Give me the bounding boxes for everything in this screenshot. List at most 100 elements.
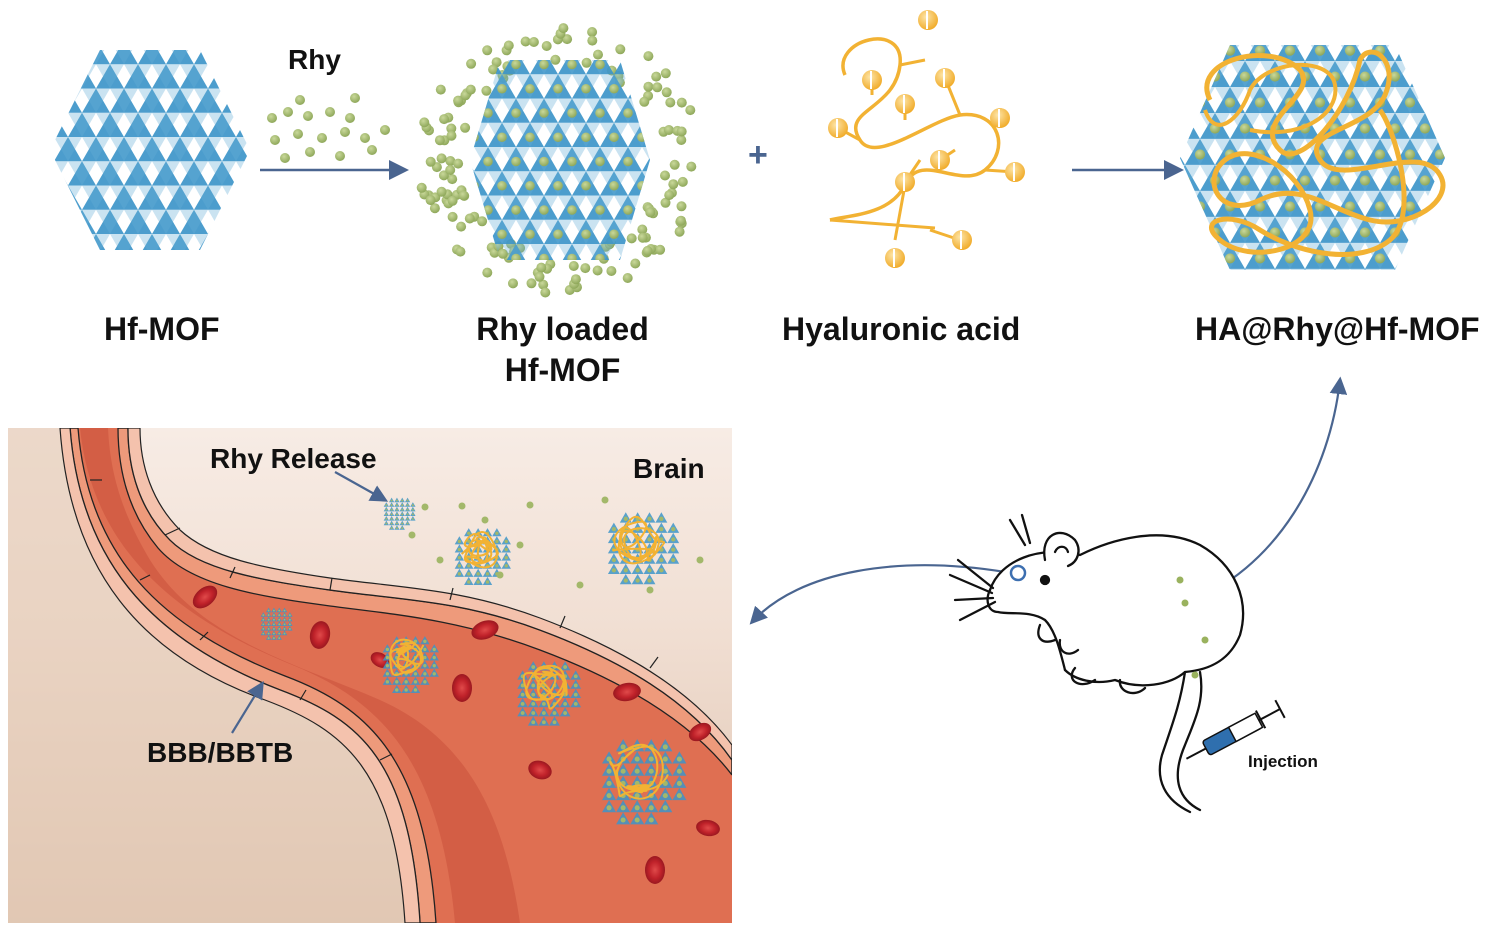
mof-triangle xyxy=(1180,242,1185,269)
rhy-molecule xyxy=(1194,45,1206,56)
rhy-molecule xyxy=(1284,201,1296,212)
rhy-molecule xyxy=(390,527,393,530)
rhy-molecule xyxy=(511,108,521,118)
mof-triangle xyxy=(166,50,194,65)
rhy-molecule xyxy=(525,181,535,191)
mof-triangle xyxy=(82,88,110,113)
rhy-molecule xyxy=(1165,149,1175,159)
green-dot-mouse xyxy=(1181,599,1189,607)
rhy-molecule xyxy=(425,195,436,206)
rhy-molecule xyxy=(648,768,654,774)
rhy-molecule xyxy=(293,129,303,139)
mof-triangle xyxy=(82,88,110,113)
rhy-molecule xyxy=(408,531,416,539)
rhy-molecule xyxy=(432,655,436,660)
rhy-molecule xyxy=(623,568,628,573)
mof-triangle xyxy=(110,50,138,65)
mof-triangle xyxy=(96,64,124,89)
rhy-molecule xyxy=(567,60,577,70)
rhy-molecule xyxy=(1404,149,1416,160)
rhy-molecule xyxy=(606,768,612,774)
mof-triangle xyxy=(250,40,278,64)
rhy-loaded-mof-crystal xyxy=(470,60,661,288)
mof-triangle xyxy=(1180,86,1185,113)
rhy-molecule xyxy=(651,60,661,70)
rhy-molecule xyxy=(646,586,654,594)
mof-triangle xyxy=(236,258,264,282)
label-hyaluronic-acid: Hyaluronic acid xyxy=(782,311,1021,347)
mof-triangle xyxy=(250,40,278,64)
rhy-molecule xyxy=(606,793,612,799)
mof-triangle xyxy=(40,258,68,282)
rhy-molecule xyxy=(1344,149,1356,160)
junction-line xyxy=(164,527,181,536)
rhy-molecule xyxy=(606,756,612,762)
mof-triangle xyxy=(1410,268,1440,270)
mof-triangle xyxy=(152,161,180,186)
rhy-molecule xyxy=(390,517,393,520)
rhy-molecule xyxy=(634,805,640,811)
mof-triangle xyxy=(194,185,222,210)
rhy-molecule xyxy=(406,499,409,502)
mof-triangle xyxy=(1320,268,1350,270)
rhy-molecule xyxy=(668,179,679,190)
rhy-molecule xyxy=(651,254,661,264)
mof-triangle xyxy=(166,136,194,162)
rhy-molecule xyxy=(1359,227,1371,238)
rhy-molecule xyxy=(411,517,414,520)
rhy-molecule xyxy=(671,526,676,532)
rhy-molecule xyxy=(419,117,430,128)
rhy-molecule xyxy=(593,49,603,60)
mof-triangle xyxy=(1425,242,1445,269)
rhy-molecule xyxy=(1239,175,1251,186)
rhy-molecule xyxy=(659,516,664,521)
rhy-molecule xyxy=(262,618,265,621)
rhy-molecule xyxy=(335,151,345,161)
mof-triangle xyxy=(180,161,208,186)
mof-triangle xyxy=(152,209,180,234)
rhy-molecule xyxy=(267,609,270,612)
rhy-molecule xyxy=(470,181,479,191)
rhy-molecule xyxy=(1314,97,1326,108)
rhy-molecule xyxy=(1434,253,1445,264)
rhy-molecule xyxy=(508,278,518,289)
rhy-molecule xyxy=(567,205,577,215)
mof-triangle xyxy=(1180,268,1200,270)
green-dot-mouse xyxy=(1176,576,1184,584)
rhy-molecules xyxy=(267,93,390,163)
rhy-molecule xyxy=(385,504,388,507)
rhy-molecule xyxy=(609,229,619,240)
rhy-molecule xyxy=(497,248,508,259)
ha-coil xyxy=(522,664,568,710)
rhy-molecule xyxy=(1269,175,1281,186)
rhy-molecule xyxy=(1419,123,1431,134)
rhy-molecule xyxy=(504,547,508,552)
rhy-molecule xyxy=(270,135,280,145)
rhy-molecule xyxy=(581,278,591,288)
mof-triangle xyxy=(1380,268,1410,270)
rhy-molecule xyxy=(581,132,591,143)
rhy-molecule xyxy=(528,37,539,47)
rhy-molecule xyxy=(1180,123,1191,134)
rhy-molecule xyxy=(446,123,457,134)
mof-triangle xyxy=(68,112,96,137)
mof-triangle xyxy=(222,233,250,250)
mof-triangle xyxy=(194,88,222,113)
rhy-molecule xyxy=(1360,279,1370,289)
mof-triangle xyxy=(1290,268,1320,270)
mof-triangle xyxy=(96,258,124,282)
rhy-molecule xyxy=(283,618,286,621)
rhy-molecule xyxy=(525,132,535,143)
rhy-molecule xyxy=(481,516,489,524)
rhy-molecule xyxy=(278,614,281,617)
rhy-molecule xyxy=(455,246,466,257)
rhy-molecule xyxy=(395,688,399,692)
rhy-molecule xyxy=(464,213,475,224)
mof-triangle xyxy=(1350,268,1380,270)
rhy-molecule xyxy=(458,190,469,201)
mof-triangle xyxy=(1200,268,1230,270)
rhy-molecule xyxy=(481,85,492,96)
rhy-molecule xyxy=(639,96,650,107)
rhy-molecule xyxy=(485,572,490,576)
